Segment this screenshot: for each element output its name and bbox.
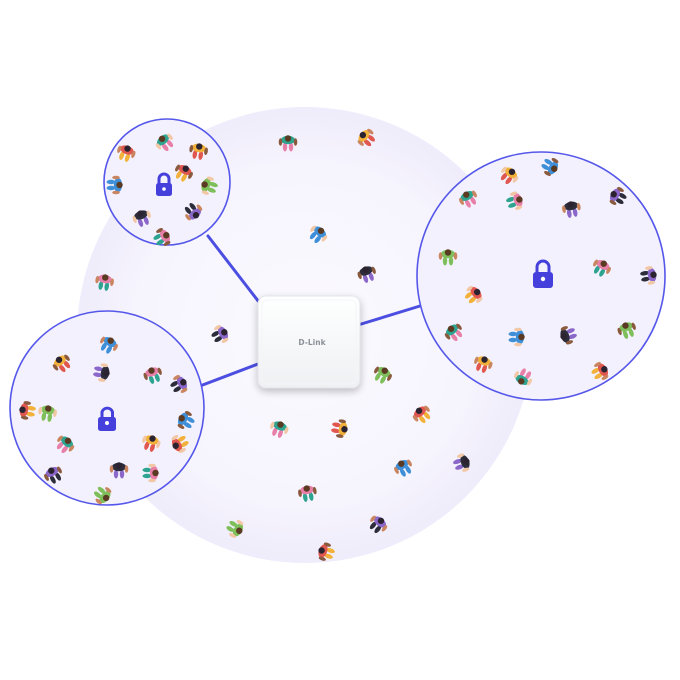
person-figure	[444, 323, 463, 342]
person-figure	[374, 366, 392, 384]
access-point-device: D-Link	[257, 295, 361, 389]
person-figure	[117, 145, 136, 162]
person-figure	[44, 466, 62, 484]
person-figure	[459, 190, 477, 208]
person-figure	[270, 421, 289, 438]
person-figure	[38, 405, 57, 422]
person-figure	[412, 405, 431, 424]
person-figure	[175, 164, 193, 182]
person-figure	[184, 202, 203, 221]
link-top-left	[206, 234, 264, 308]
lock-icon	[98, 406, 116, 431]
person-figure	[143, 367, 162, 384]
person-figure	[453, 453, 470, 472]
person-figure	[309, 225, 328, 244]
person-figure	[93, 486, 112, 505]
person-figure	[19, 401, 36, 420]
person-figure	[100, 336, 118, 354]
lock-icon	[156, 172, 172, 196]
person-figure	[394, 459, 412, 477]
person-figure	[640, 266, 657, 285]
person-figure	[591, 362, 609, 380]
person-figure	[617, 322, 636, 339]
person-figure	[153, 228, 171, 246]
person-figure	[170, 375, 188, 393]
person-figure	[278, 135, 298, 152]
person-figure	[560, 326, 577, 345]
people-layer	[19, 128, 657, 561]
person-figure	[298, 485, 317, 502]
person-figure	[500, 166, 519, 185]
person-figure	[508, 327, 525, 347]
person-figure	[357, 128, 376, 147]
brand-label: D-Link	[298, 338, 326, 347]
person-figure	[56, 435, 75, 454]
person-figure	[177, 411, 195, 429]
person-figure	[331, 419, 348, 438]
person-figure	[541, 158, 559, 176]
person-figure	[211, 325, 229, 343]
person-figure	[474, 356, 493, 373]
person-figure	[142, 435, 161, 452]
person-figure	[171, 435, 189, 453]
person-figure	[609, 187, 627, 205]
person-figure	[464, 285, 483, 304]
person-figure	[52, 354, 71, 373]
person-figure	[369, 515, 388, 534]
person-figure	[506, 191, 523, 210]
person-figure	[189, 143, 208, 160]
person-figure	[93, 363, 110, 382]
lock-icon	[533, 259, 553, 288]
person-figure	[95, 274, 114, 291]
person-figure	[132, 210, 151, 227]
person-figure	[109, 462, 129, 479]
person-figure	[318, 542, 335, 561]
person-figure	[201, 176, 218, 195]
person-figure	[155, 133, 174, 152]
person-figure	[357, 266, 376, 283]
person-figure	[562, 201, 581, 218]
person-figure	[438, 249, 458, 266]
connection-lines	[198, 234, 422, 388]
person-figure	[226, 520, 244, 538]
person-figure	[106, 175, 123, 195]
person-figure	[142, 463, 159, 483]
person-figure	[514, 368, 532, 386]
link-left	[198, 362, 260, 388]
link-right	[356, 304, 422, 327]
person-figure	[593, 259, 611, 277]
